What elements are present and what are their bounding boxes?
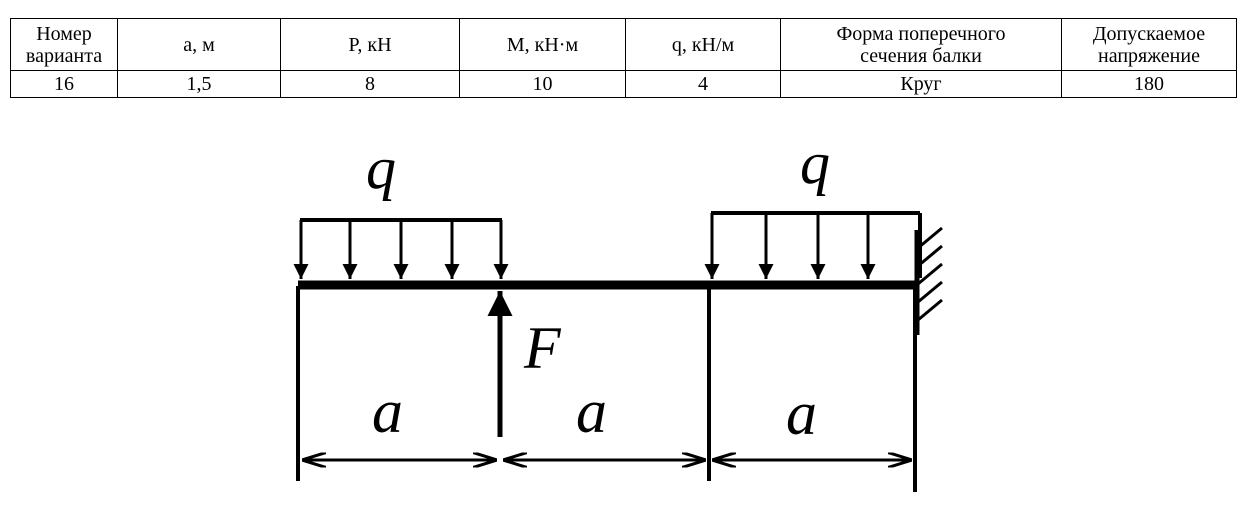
force-label: F: [523, 315, 562, 381]
header-p: P, кН: [280, 18, 460, 71]
cell-cross-section: Круг: [780, 70, 1062, 98]
span-label-3: a: [786, 380, 817, 448]
cell-a: 1,5: [117, 70, 281, 98]
cell-p: 8: [280, 70, 460, 98]
header-a: a, м: [117, 18, 281, 71]
table-row: 16 1,5 8 10 4 Круг 180: [10, 70, 1237, 98]
load-left-label: q: [366, 135, 396, 201]
dimension-extension-lines: [296, 286, 917, 492]
cell-m: 10: [459, 70, 626, 98]
load-right-label: q: [800, 130, 830, 196]
distributed-load-right: [704, 211, 922, 279]
header-q: q, кН/м: [625, 18, 781, 71]
cell-variant-number: 16: [10, 70, 118, 98]
distributed-load-left: [293, 218, 509, 279]
cell-allowable-stress: 180: [1061, 70, 1237, 98]
span-label-1: a: [372, 378, 403, 446]
span-label-2: a: [576, 378, 607, 446]
header-m: M, кН·м: [459, 18, 626, 71]
